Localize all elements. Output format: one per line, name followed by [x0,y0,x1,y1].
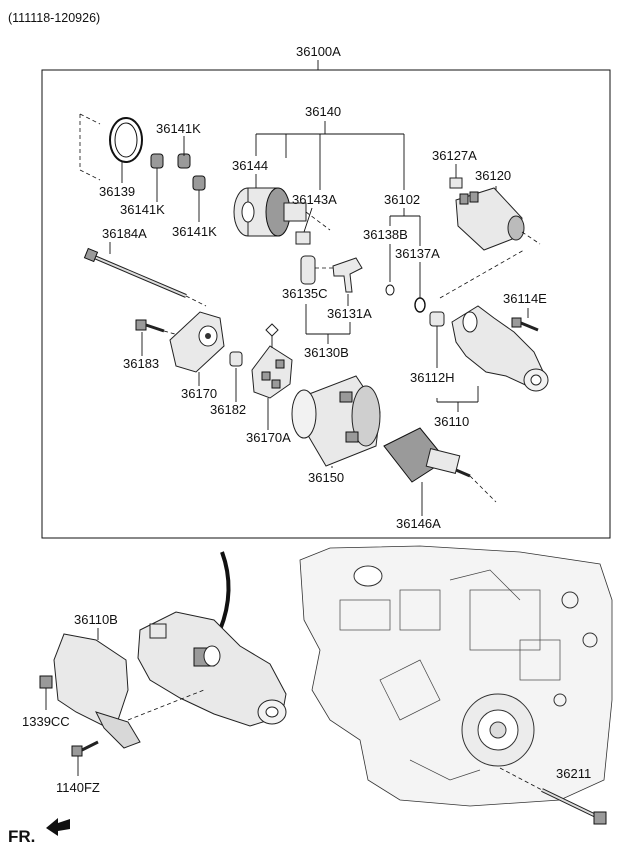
engine-block-illustration [299,545,613,807]
part-yoke-housing-icon [291,375,381,467]
label-36141K-bottom[interactable]: 36141K [172,224,217,239]
label-1140FZ[interactable]: 1140FZ [56,780,100,795]
label-36143A[interactable]: 36143A [292,192,337,207]
front-arrow-icon [46,818,70,836]
starter-assembly-frame [41,69,611,539]
part-armature-icon [383,427,497,503]
part-rear-cover-icon [169,311,225,373]
label-36131A[interactable]: 36131A [327,306,372,321]
label-36135C[interactable]: 36135C [282,286,328,301]
label-36150[interactable]: 36150 [308,470,344,485]
label-36141K-top[interactable]: 36141K [156,121,201,136]
label-36112H[interactable]: 36112H [410,370,455,385]
part-through-bolt-icon [83,247,207,307]
code-range-header: (111118-120926) [8,11,100,25]
label-36140[interactable]: 36140 [305,104,341,119]
part-heat-shield-icon [53,633,205,749]
label-36102[interactable]: 36102 [384,192,420,207]
label-36146A[interactable]: 36146A [396,516,441,531]
label-1339CC[interactable]: 1339CC [22,714,70,729]
label-36110B[interactable]: 36110B [74,612,118,627]
label-36138B[interactable]: 36138B [363,227,408,242]
part-gear-clutch-icon [233,187,331,237]
label-36184A[interactable]: 36184A [102,226,147,241]
label-36130B[interactable]: 36130B [304,345,349,360]
part-drive-lever-icon [332,257,363,293]
front-direction-label: FR. [8,827,35,846]
label-36110[interactable]: 36110 [434,414,469,429]
label-36144[interactable]: 36144 [232,158,268,173]
label-36170[interactable]: 36170 [181,386,217,401]
label-36211[interactable]: 36211 [556,766,591,781]
part-front-housing-icon [451,305,549,392]
label-36114E[interactable]: 36114E [503,291,547,306]
installed-starter-motor-icon [137,611,287,727]
part-solenoid-switch-icon [455,187,541,251]
label-36139[interactable]: 36139 [99,184,135,199]
label-36141K-left[interactable]: 36141K [120,202,165,217]
label-36170A[interactable]: 36170A [246,430,291,445]
label-36127A[interactable]: 36127A [432,148,477,163]
label-36100A[interactable]: 36100A [296,44,341,59]
part-seal-ring-icon [79,113,143,181]
label-36137A[interactable]: 36137A [395,246,440,261]
label-36182[interactable]: 36182 [210,402,246,417]
part-mounting-bolt-icon [499,767,607,825]
part-brush-holder-icon [251,323,293,399]
label-36183[interactable]: 36183 [123,356,159,371]
part-screw-icon [135,319,183,337]
label-36120[interactable]: 36120 [475,168,511,183]
part-bearing-icon [150,153,206,191]
